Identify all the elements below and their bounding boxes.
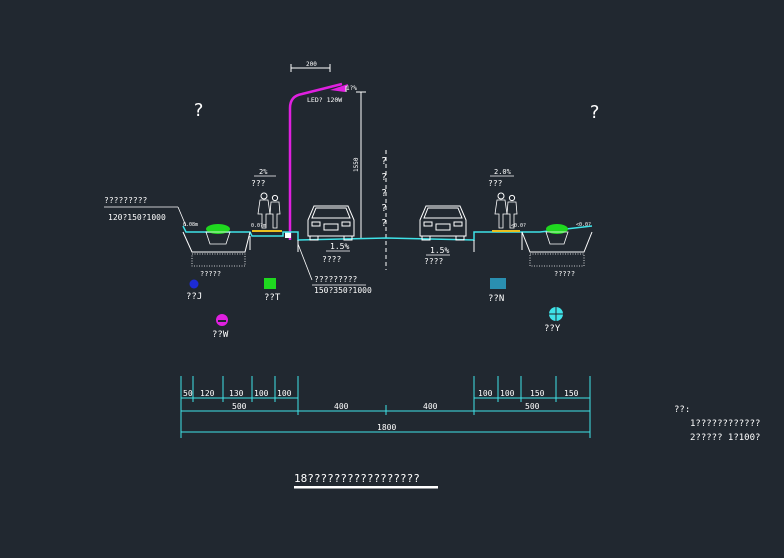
right-marker: ?: [589, 102, 600, 123]
centerline-char-3: ?: [381, 188, 387, 199]
dim-50: 50: [183, 389, 193, 398]
right-green-label: ?????: [554, 270, 575, 278]
center-curb-note: ????????? 150?350?1000: [297, 243, 372, 295]
drawing-caption: 18?????????????????: [294, 472, 438, 489]
lamp-spacing-label: 200: [306, 61, 317, 68]
left-marker: ?: [193, 100, 204, 121]
right-sidewalk-label: ???: [488, 179, 503, 188]
lamp-tilt-label: 1?%: [346, 85, 357, 92]
center-curb-note-line2: 150?350?1000: [314, 286, 372, 295]
left-sidewalk: 2% ???: [251, 168, 282, 232]
left-road-slope: 1.5%: [330, 242, 349, 251]
notes-line2: 2????? 1?100?: [690, 433, 760, 443]
dim-500-right: 500: [525, 402, 540, 411]
left-curb-note: ????????? 120?150?1000: [104, 196, 187, 227]
dim-400-left: 400: [334, 402, 349, 411]
legend-n-label: ??N: [488, 294, 504, 304]
street-lamp: 200 1?% LED? 120W 1550: [285, 61, 366, 240]
dim-500-left: 500: [232, 402, 247, 411]
caption-text: 18?????????????????: [294, 472, 420, 485]
left-car: [307, 205, 355, 241]
left-green-belt: ?????: [182, 224, 251, 278]
road-surface: [182, 225, 593, 252]
dim-100-b: 100: [277, 389, 292, 398]
dimension-labels: 50 120 130 100 100 100 100 150 150 500 4…: [183, 389, 579, 432]
dim-total: 1800: [377, 423, 396, 432]
left-slope-label: 2%: [259, 168, 268, 176]
centerline-char-1: ?: [381, 156, 387, 167]
left-curb-dim-2: 0.0?m: [251, 223, 266, 229]
center-curb-note-line1: ?????????: [314, 275, 358, 284]
legend-n: ??N: [488, 278, 506, 304]
legend-j: ??J: [186, 279, 202, 302]
legend-t-label: ??T: [264, 293, 281, 303]
dim-130: 130: [229, 389, 244, 398]
left-green-label: ?????: [200, 270, 221, 278]
dim-100-c: 100: [478, 389, 493, 398]
left-sidewalk-label: ???: [251, 179, 266, 188]
dimension-chain: [180, 376, 591, 438]
centerline: ? ? ? ? ?: [381, 150, 387, 270]
left-curb-note-line2: 120?150?1000: [108, 213, 166, 222]
right-car: [419, 205, 467, 241]
left-curb-dim: 0.08m: [183, 222, 198, 228]
right-slope-label: 2.0%: [494, 168, 512, 176]
notes-title: ??:: [674, 405, 690, 415]
centerline-char-4: ?: [381, 203, 387, 214]
dim-150-a: 150: [530, 389, 545, 398]
left-curb-note-line1: ?????????: [104, 196, 148, 205]
legend-j-label: ??J: [186, 292, 202, 302]
dim-400-right: 400: [423, 402, 438, 411]
right-curb-dim: <0.0?: [511, 223, 526, 229]
legend-y-label: ??Y: [544, 324, 561, 334]
legend-w: ??W: [212, 314, 229, 340]
dim-120: 120: [200, 389, 215, 398]
dim-100-d: 100: [500, 389, 515, 398]
centerline-char-5: ?: [381, 218, 387, 229]
legend-t: ??T: [264, 278, 281, 303]
dim-100-a: 100: [254, 389, 269, 398]
right-road-label: ????: [424, 257, 443, 266]
legend-y: ??Y: [544, 307, 563, 334]
lamp-type-label: LED? 120W: [307, 96, 342, 104]
right-green-belt: ?????: [521, 224, 593, 278]
right-road-slope: 1.5%: [430, 246, 449, 255]
notes: ??: 1???????????? 2????? 1?100?: [674, 405, 760, 443]
legend-w-label: ??W: [212, 330, 229, 340]
pole-height-label: 1550: [353, 157, 360, 172]
notes-line1: 1????????????: [690, 419, 760, 429]
dim-150-b: 150: [564, 389, 579, 398]
centerline-char-2: ?: [381, 172, 387, 183]
left-road-label: ????: [322, 255, 341, 264]
right-curb-dim-2: <0.0?: [576, 222, 591, 228]
right-sidewalk: 2.0% ???: [488, 168, 520, 232]
